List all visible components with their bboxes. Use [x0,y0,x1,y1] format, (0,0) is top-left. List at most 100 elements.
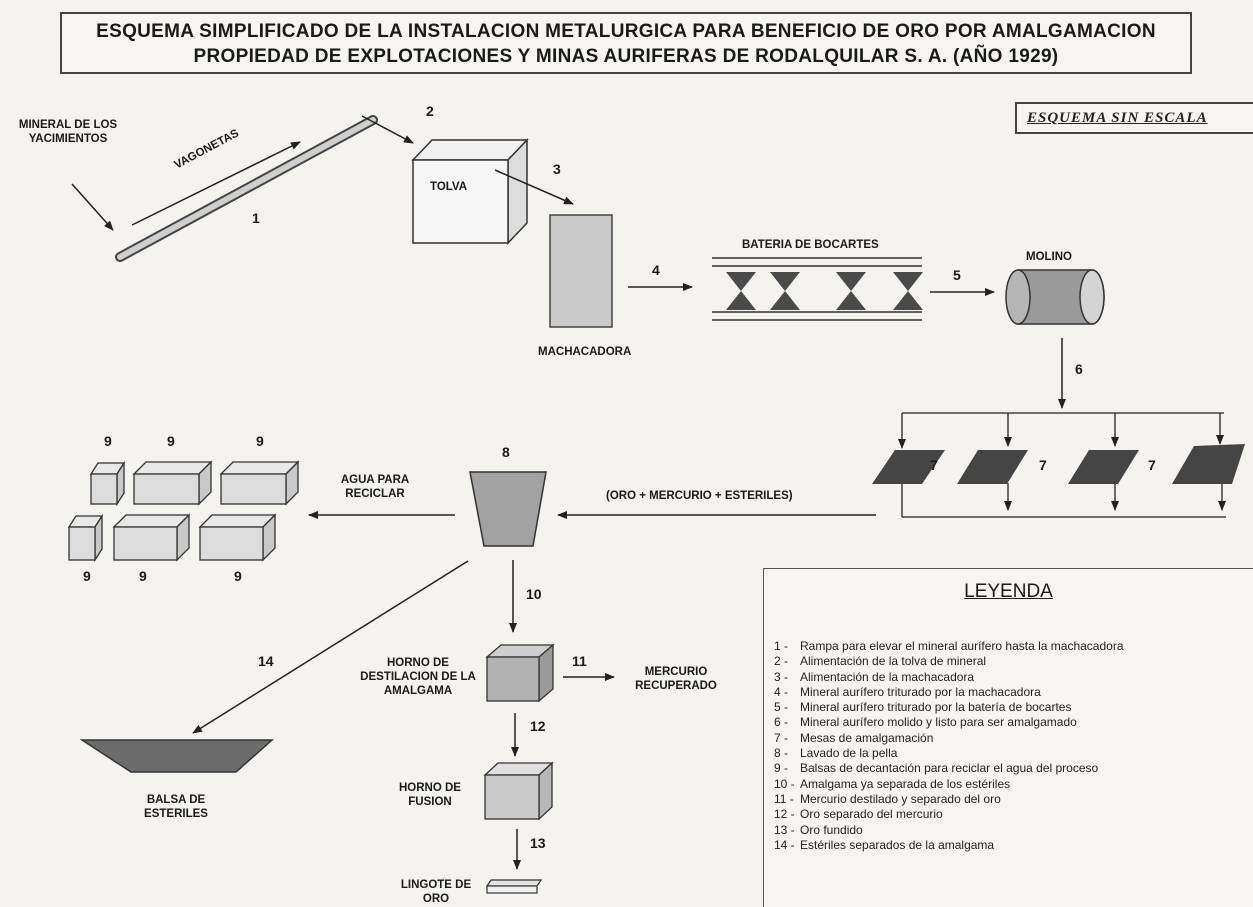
legend-item: 7 - Mesas de amalgamación [774,731,1124,746]
balsa-esteriles [79,739,274,773]
legend-item-number: 6 - [774,715,789,730]
step-10: 10 [526,586,542,602]
label-horno-destilacion: HORNO DE DESTILACION DE LA AMALGAMA [360,657,476,697]
legend-item: 3 -Alimentación de la machacadora [774,670,1124,685]
legend-item-text: Rampa para elevar el mineral aurífero ha… [800,639,1124,653]
step-7-b: 7 [1039,457,1047,473]
scale-note: ESQUEMA SIN ESCALA [1015,102,1253,134]
vagonetas-arrow [131,141,301,226]
step-9-c: 9 [256,433,264,449]
legend: LEYENDA 1 - Rampa para elevar el mineral … [763,568,1253,907]
tolva-cube [411,138,529,245]
label-bateria: BATERIA DE BOCARTES [742,239,879,251]
step-6: 6 [1075,361,1083,377]
legend-item: 6 - Mineral aurífero molido y listo para … [774,715,1124,730]
legend-item-text: Estériles separados de la amalgama [800,837,995,852]
legend-item-text: Alimentación de la tolva de mineral [800,654,987,669]
legend-item: 13 - Oro fundido [774,823,1124,838]
legend-item: 8 - Lavado de la pella [774,746,1124,761]
amalgamation-tables [872,444,1245,484]
amalgamation-distribution [898,412,1226,518]
step-7-c: 7 [1148,457,1156,473]
legend-item: 1 - Rampa para elevar el mineral aurífero… [774,639,1124,654]
horno-destilacion [485,643,555,703]
step-7-a: 7 [930,457,938,473]
legend-item-text: Mineral aurífero molido y listo para ser… [800,715,1077,730]
label-horno-fusion: HORNO DE FUSION [399,782,461,808]
pella-washer [469,471,547,547]
horno-fusion [483,761,554,821]
step-9-e: 9 [139,568,147,584]
legend-item: 10 - Amalgama ya separada de los estérile… [774,777,1124,792]
step-3: 3 [553,161,561,177]
machacadora-block [549,214,613,328]
ramp [115,115,378,262]
legend-item-number: 7 - [774,730,789,745]
legend-item-text: Mineral aurífero triturado por la baterí… [800,700,1072,715]
legend-item-number: 8 - [774,746,789,761]
arrow-14 [192,560,469,734]
step-12: 12 [530,718,546,734]
legend-title: LEYENDA [964,581,1053,602]
legend-item-text: Mineral aurífero triturado por la machac… [800,684,1041,699]
bateria-bocartes [712,257,923,321]
arrow-2 [361,115,414,144]
molino-cylinder [1005,269,1105,325]
legend-item: 5 - Mineral aurífero triturado por la bat… [774,700,1124,715]
legend-item-text: Balsas de decantación para reciclar el a… [800,761,1099,776]
legend-item-text: Mesas de amalgamación [800,730,934,745]
legend-item-number: 1 - [774,639,789,653]
label-agua: AGUA PARA RECICLAR [340,474,410,500]
legend-item-number: 12 - [774,807,795,822]
legend-item: 2 - Alimentación de la tolva de mineral [774,654,1124,669]
legend-item-number: 13 - [774,822,795,837]
legend-item: 9 - Balsas de decantación para reciclar e… [774,761,1124,776]
legend-list: 1 - Rampa para elevar el mineral aurífero… [774,639,1124,853]
legend-item-text: Alimentación de la machacadora [800,669,975,684]
step-14: 14 [258,653,274,669]
step-13: 13 [530,835,546,851]
legend-item: 12 - Oro separado del mercurio [774,807,1124,822]
step-9-b: 9 [167,433,175,449]
step-9-f: 9 [234,568,242,584]
decantation-ponds [67,460,300,563]
legend-item-number: 9 - [774,761,789,776]
step-9-a: 9 [104,433,112,449]
legend-item: 4 - Mineral aurífero triturado por la mac… [774,685,1124,700]
step-2: 2 [426,103,434,119]
legend-item-text: Lavado de la pella [800,746,898,761]
label-mineral: MINERAL DE LOS YACIMIENTOS [18,119,118,145]
label-oro-mercurio: (ORO + MERCURIO + ESTERILES) [606,490,793,502]
legend-item-text: Mercurio destilado y separado del oro [800,791,1001,806]
step-1: 1 [252,210,260,226]
lingote [485,879,543,894]
mineral-arrow [71,183,114,231]
label-molino: MOLINO [1026,251,1072,263]
legend-item-number: 14 - [774,837,795,852]
label-lingote: LINGOTE DE ORO [400,879,472,905]
legend-item-text: Amalgama ya separada de los estériles [800,776,1011,791]
legend-item: 14 - Estériles separados de la amalgama [774,838,1124,853]
legend-item-number: 10 - [774,776,795,791]
step-4: 4 [652,262,660,278]
legend-item-number: 4 - [774,684,789,699]
arrow-3 [494,169,574,205]
title-line-2: PROPIEDAD DE EXPLOTACIONES Y MINAS AURIF… [193,46,1059,67]
label-tolva: TOLVA [430,181,468,193]
step-5: 5 [953,267,961,283]
diagram-title: ESQUEMA SIMPLIFICADO DE LA INSTALACION M… [60,12,1192,74]
legend-item-number: 5 - [774,700,789,715]
legend-item: 11 - Mercurio destilado y separado del or… [774,792,1124,807]
step-9-d: 9 [83,568,91,584]
label-mercurio: MERCURIO RECUPERADO [635,666,717,692]
title-line-1: ESQUEMA SIMPLIFICADO DE LA INSTALACION M… [96,21,1156,42]
legend-item-text: Oro separado del mercurio [800,807,943,822]
legend-item-number: 11 - [774,791,794,806]
label-balsa: BALSA DE ESTERILES [144,794,208,820]
legend-item-number: 2 - [774,654,789,669]
step-11: 11 [572,653,587,669]
label-machacadora: MACHACADORA [538,346,632,358]
legend-item-text: Oro fundido [800,822,863,837]
step-8: 8 [502,444,510,460]
